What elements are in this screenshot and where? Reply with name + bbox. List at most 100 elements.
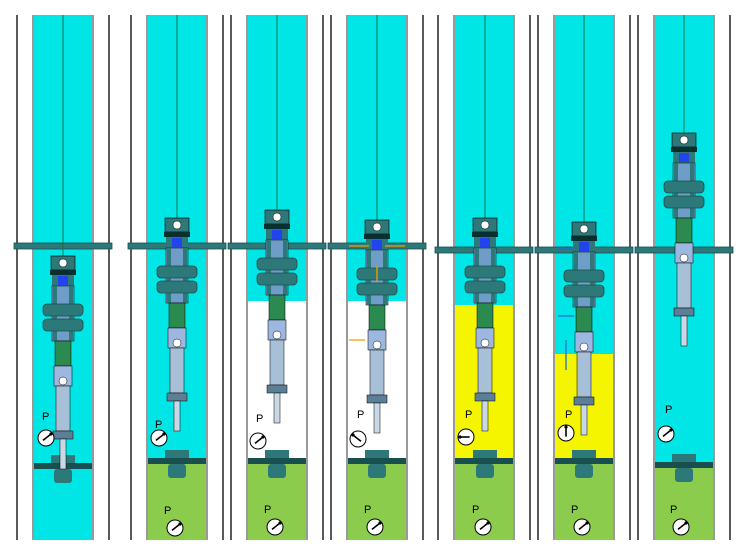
bottom-plug-top — [365, 450, 389, 458]
downhole-tool — [156, 217, 198, 432]
stage-panel-4: PP — [327, 15, 427, 540]
pressure-sensor-icon — [58, 258, 68, 268]
gauge-right-up-icon — [672, 518, 690, 536]
pressure-label: P — [465, 409, 472, 421]
packer-element — [156, 265, 198, 279]
bottom-plug-top — [572, 450, 596, 458]
screen-section — [368, 304, 386, 331]
valve-icon — [480, 238, 490, 247]
valve-icon — [579, 242, 589, 251]
valve-icon — [58, 276, 68, 285]
gauge-right-up-icon — [573, 518, 591, 536]
valve-icon — [272, 230, 282, 239]
stinger — [580, 404, 588, 436]
stage-panel-1: P — [13, 15, 113, 540]
gauge-right-up-icon — [474, 518, 492, 536]
packer-element — [663, 195, 705, 209]
bottom-plate — [655, 462, 713, 468]
valve-icon — [679, 153, 689, 162]
bottom-plate — [455, 458, 513, 464]
gauge-right-up-icon — [266, 518, 284, 536]
stage-panel-3: PP — [227, 15, 327, 540]
stage-panel-5: PP — [434, 15, 534, 540]
packer-element — [356, 282, 398, 296]
screen-section — [168, 302, 186, 329]
gauge-right-up-icon — [657, 425, 675, 443]
valve-icon — [372, 240, 382, 249]
lower-sensor-icon — [480, 338, 490, 348]
bottom-plate — [555, 458, 613, 464]
packer-element — [42, 303, 84, 317]
pressure-sensor-icon — [272, 212, 282, 222]
gauge-right-up-icon — [366, 518, 384, 536]
bottom-plate — [148, 458, 206, 464]
downhole-tool — [663, 132, 705, 347]
lower-sensor-icon — [679, 253, 689, 263]
pressure-sensor-icon — [480, 220, 490, 230]
pressure-label: P — [670, 504, 677, 516]
stinger — [173, 400, 181, 432]
pressure-label: P — [665, 404, 672, 416]
bottom-plate — [348, 458, 406, 464]
packer-element — [563, 284, 605, 298]
packer-element — [42, 318, 84, 332]
bottom-plug-top — [265, 450, 289, 458]
stage-panel-2: PP — [127, 15, 227, 540]
bottom-plug-base — [575, 464, 593, 478]
stinger — [273, 392, 281, 424]
bottom-plug-base — [368, 464, 386, 478]
screen-section — [476, 302, 494, 329]
pressure-label: P — [565, 409, 572, 421]
bottom-plate — [248, 458, 306, 464]
stinger — [59, 438, 67, 470]
bottom-plug-base — [675, 468, 693, 482]
screen-section — [268, 294, 286, 321]
stage-panel-6: PP — [534, 15, 634, 540]
screen-section — [54, 340, 72, 367]
packer-element — [256, 272, 298, 286]
pressure-label: P — [472, 504, 479, 516]
pressure-label: P — [256, 413, 263, 425]
gauge-left-icon — [457, 428, 475, 446]
gauge-right-up-icon — [37, 429, 55, 447]
pressure-label: P — [357, 409, 364, 421]
pressure-label: P — [164, 505, 171, 517]
downhole-tool — [42, 255, 84, 470]
downhole-tool — [563, 221, 605, 436]
bottom-plug-base — [268, 464, 286, 478]
packer-element — [464, 265, 506, 279]
screen-section — [575, 306, 593, 333]
bottom-plug-base — [168, 464, 186, 478]
pressure-label: P — [571, 504, 578, 516]
tail-pipe — [676, 262, 692, 309]
screen-section — [675, 217, 693, 244]
pressure-label: P — [155, 419, 162, 431]
tail-pipe — [269, 339, 285, 386]
gauge-right-up-icon — [166, 519, 184, 537]
lower-sensor-icon — [172, 338, 182, 348]
stinger — [481, 400, 489, 432]
stage-panel-7: PP — [634, 15, 734, 540]
gauge-right-up-icon — [249, 432, 267, 450]
packer-element — [256, 257, 298, 271]
downhole-tool — [256, 209, 298, 424]
packer-element — [663, 180, 705, 194]
lower-sensor-icon — [372, 340, 382, 350]
lower-sensor-icon — [58, 376, 68, 386]
bottom-plug-base — [476, 464, 494, 478]
lower-sensor-icon — [272, 330, 282, 340]
pressure-sensor-icon — [172, 220, 182, 230]
lower-sensor-icon — [579, 342, 589, 352]
tail-pipe — [576, 351, 592, 398]
packer-element — [156, 280, 198, 294]
tail-pipe — [169, 347, 185, 394]
valve-icon — [172, 238, 182, 247]
tail-pipe — [55, 385, 71, 432]
bottom-plug-top — [473, 450, 497, 458]
bottom-plug-base — [54, 469, 72, 483]
stinger — [680, 315, 688, 347]
tail-pipe — [369, 349, 385, 396]
pressure-sensor-icon — [579, 224, 589, 234]
tail-pipe — [477, 347, 493, 394]
